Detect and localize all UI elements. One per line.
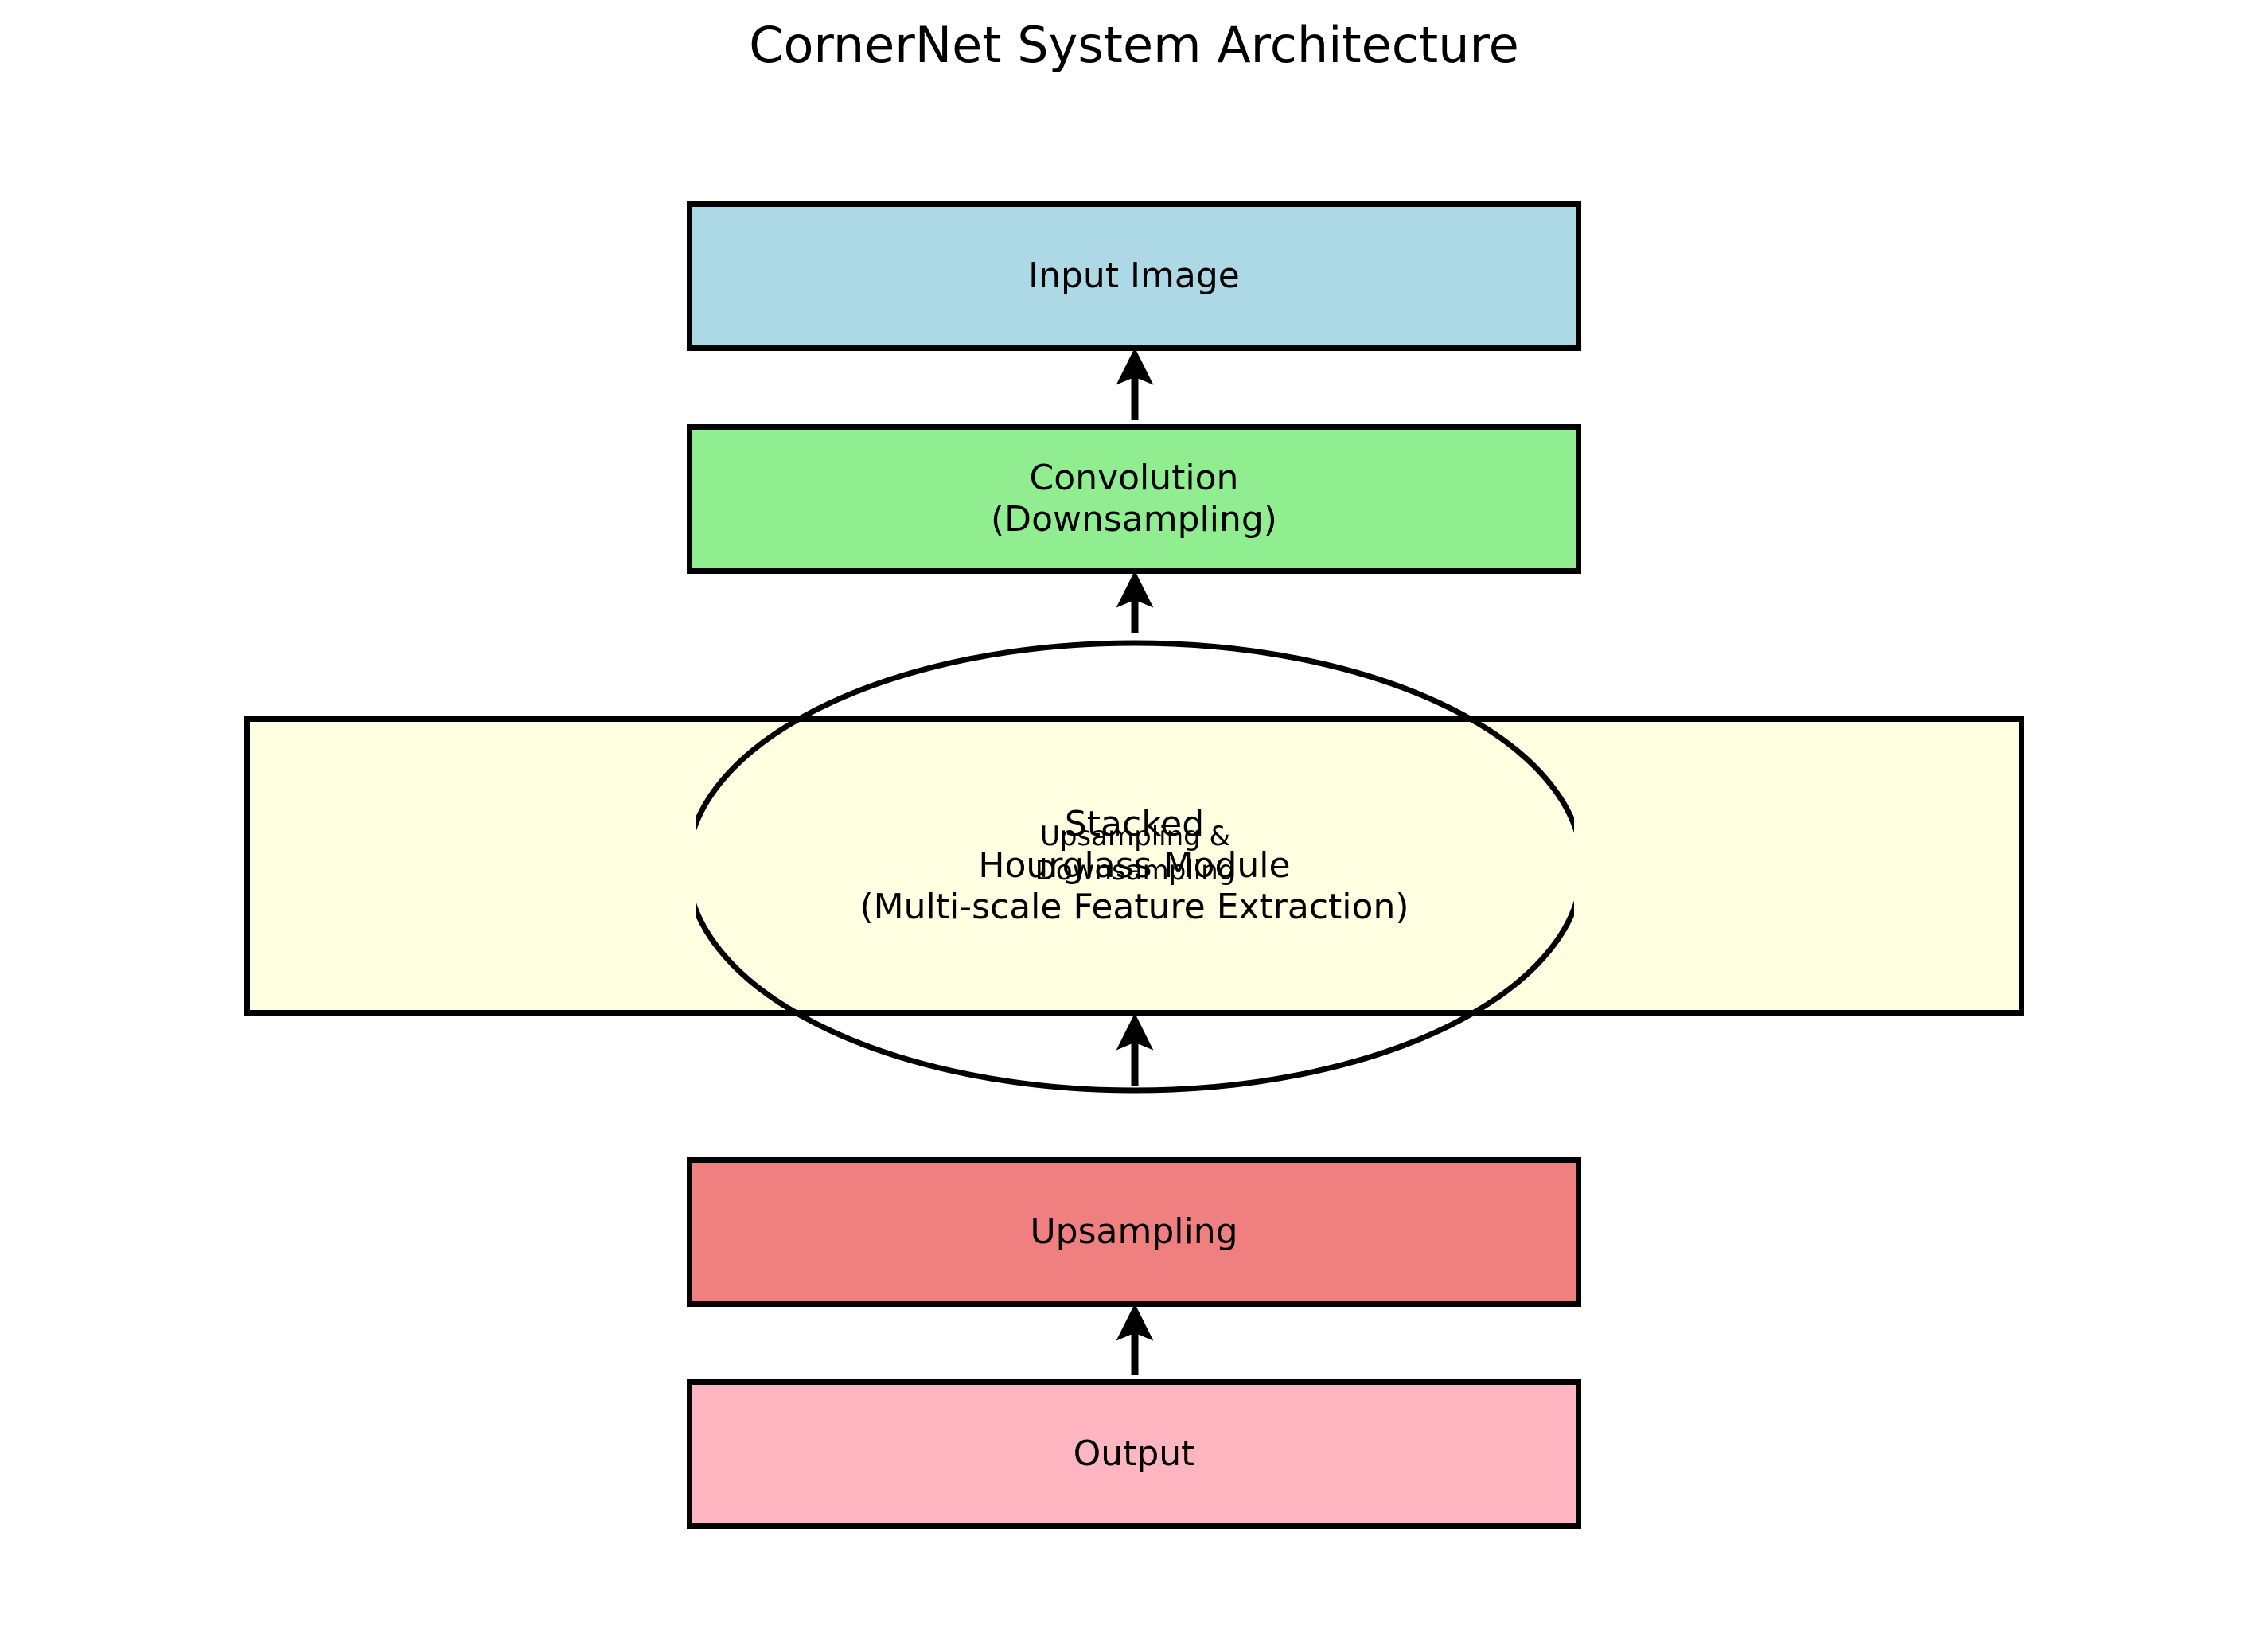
node-input-image-label: Input Image <box>1028 255 1240 297</box>
node-input-image[interactable]: Input Image <box>687 201 1581 351</box>
node-upsampling-label: Upsampling <box>1030 1211 1238 1253</box>
node-updown-label: Upsampling & Downsampling <box>1035 821 1236 887</box>
node-output[interactable]: Output <box>687 1379 1581 1529</box>
page-title: CornerNet System Architecture <box>749 16 1519 74</box>
node-convolution-label: Convolution (Downsampling) <box>991 458 1277 540</box>
node-upsampling[interactable]: Upsampling <box>687 1157 1581 1307</box>
node-output-label: Output <box>1073 1433 1195 1475</box>
node-convolution[interactable]: Convolution (Downsampling) <box>687 424 1581 574</box>
